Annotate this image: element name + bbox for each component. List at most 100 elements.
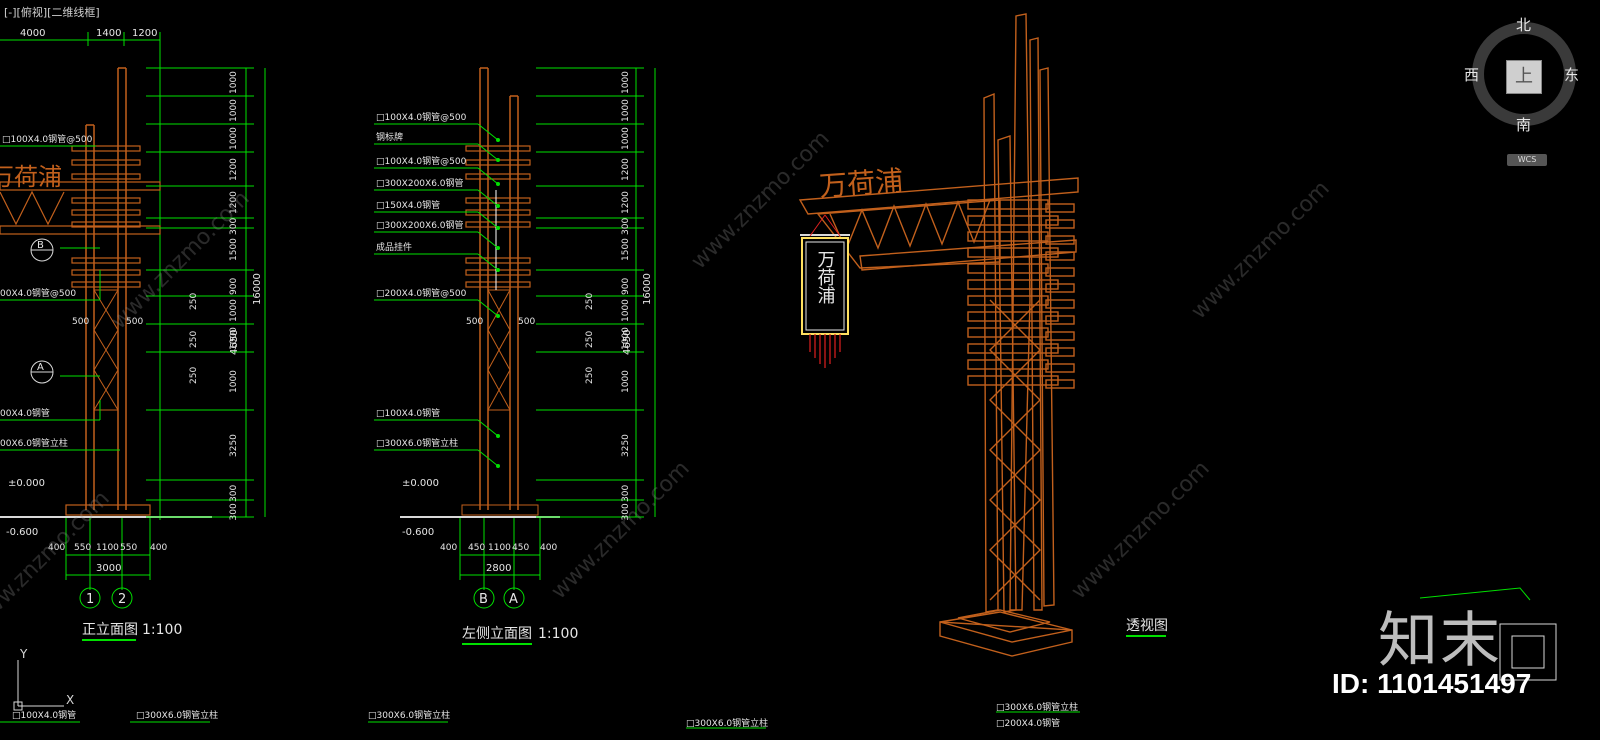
side-right-dim-6: 300	[621, 218, 631, 235]
front-right-dim-5: 1200	[229, 191, 239, 214]
watermark-text-4: www.znzmo.com	[547, 456, 695, 604]
svg-text:Y: Y	[19, 647, 28, 661]
side-callout-2: 钢标牌	[376, 131, 403, 143]
front-top-dim-3: 1200	[132, 28, 157, 39]
viewcube-top-face[interactable]: 上	[1506, 60, 1542, 94]
svg-text:万荷浦: 万荷浦	[815, 250, 836, 305]
front-right-dim-10: 1000	[229, 327, 239, 350]
front-total-height: 16000	[252, 273, 263, 305]
side-right-dim-9: 1000	[621, 299, 631, 322]
front-width-mark-2: 500	[126, 317, 143, 327]
svg-text:X: X	[66, 693, 74, 707]
side-bottom-dim-2: 450	[468, 543, 485, 553]
viewcube[interactable]: 上 北 南 东 西 WCS	[1464, 14, 1596, 166]
svg-text:B: B	[479, 592, 488, 607]
side-elev-0: ±0.000	[402, 478, 439, 489]
side-callout-8: □200X4.0钢管@500	[376, 287, 467, 299]
side-right-dim-14: 300	[621, 503, 631, 520]
front-scale: 1:100	[142, 622, 182, 638]
front-bottom-dim-1: 400	[48, 543, 65, 553]
side-total-height: 16000	[642, 273, 653, 305]
front-section-marker-b: B	[30, 238, 54, 262]
side-inner-dim-3: 250	[585, 367, 595, 384]
watermark-text-5: www.znzmo.com	[1067, 456, 1215, 604]
side-width-mark-2: 500	[518, 317, 535, 327]
side-scale: 1:100	[538, 626, 578, 642]
front-right-dim-13: 300	[229, 485, 239, 502]
front-bottom-dim-2: 550	[74, 543, 91, 553]
ucs-icon: Y X	[13, 647, 74, 711]
side-callout-5: □150X4.0钢管	[376, 199, 440, 211]
watermark-id: ID: 1101451497	[1332, 668, 1532, 699]
svg-text:B: B	[37, 240, 44, 251]
side-right-dim-3: 1000	[621, 127, 631, 150]
side-callout-7: 成品挂件	[376, 241, 412, 253]
viewcube-east[interactable]: 东	[1564, 66, 1580, 84]
side-bottom-total: 2800	[486, 563, 511, 574]
front-callout-4: 00X6.0钢管立柱	[0, 437, 68, 449]
front-callout-2: 00X4.0钢管@500	[0, 287, 76, 299]
front-right-dim-9: 1000	[229, 299, 239, 322]
viewcube-north[interactable]: 北	[1516, 16, 1532, 34]
front-right-dim-6: 300	[229, 218, 239, 235]
bottom-detail: □100X4.0钢管 □300X6.0钢管立柱 □300X6.0钢管立柱 □30…	[0, 587, 1557, 729]
front-inner-dim-1: 250	[189, 293, 199, 310]
side-right-dim-1: 1000	[621, 71, 631, 94]
side-callout-1: □100X4.0钢管@500	[376, 111, 467, 123]
front-right-dim-1: 1000	[229, 71, 239, 94]
viewcube-west[interactable]: 西	[1464, 66, 1480, 84]
side-inner-dim-2: 250	[585, 331, 595, 348]
side-mid-dim: 4650	[622, 330, 633, 355]
persp-title: 透视图	[1126, 618, 1168, 634]
front-section-marker-a: A	[30, 360, 54, 384]
svg-text:A: A	[37, 362, 44, 373]
side-right-dim-7: 1500	[621, 238, 631, 261]
svg-text:A: A	[509, 592, 518, 607]
side-right-dim-2: 1000	[621, 99, 631, 122]
front-right-dim-14: 300	[229, 503, 239, 520]
side-callout-3: □100X4.0钢管@500	[376, 155, 467, 167]
front-bottom-dim-5: 400	[150, 543, 167, 553]
front-callout-3: 00X4.0钢管	[0, 407, 50, 419]
side-callout-4: □300X200X6.0钢管	[376, 177, 464, 189]
side-right-dim-5: 1200	[621, 191, 631, 214]
svg-text:1: 1	[86, 592, 94, 607]
bottom-label-1: □100X4.0钢管	[12, 709, 76, 721]
side-inner-dim-1: 250	[585, 293, 595, 310]
side-callout-9: □100X4.0钢管	[376, 407, 440, 419]
front-width-mark-1: 500	[72, 317, 89, 327]
side-bottom-dim-5: 400	[540, 543, 557, 553]
front-bottom-total: 3000	[96, 563, 121, 574]
bottom-label-5: □300X6.0钢管立柱	[996, 701, 1078, 713]
side-axis-a: A	[503, 587, 525, 609]
side-bottom-dim-1: 400	[440, 543, 457, 553]
watermark-text-3: www.znzmo.com	[1187, 176, 1335, 324]
watermark-text-6: www.znzmo.com	[0, 486, 115, 634]
side-width-mark-1: 500	[466, 317, 483, 327]
side-right-dim-11: 1000	[621, 370, 631, 393]
front-bottom-dim-3: 1100	[96, 543, 119, 553]
front-axis-1: 1	[79, 587, 101, 609]
bottom-label-2: □300X6.0钢管立柱	[136, 709, 218, 721]
front-right-dim-7: 1500	[229, 238, 239, 261]
front-title: 正立面图	[82, 622, 138, 638]
side-right-dim-8: 900	[621, 278, 631, 295]
viewport-label[interactable]: [-][俯视][二维线框]	[4, 6, 100, 19]
side-callout-6: □300X200X6.0钢管	[376, 219, 464, 231]
side-right-dim-4: 1200	[621, 158, 631, 181]
side-bottom-dim-3: 1100	[488, 543, 511, 553]
perspective-view	[798, 13, 1079, 657]
front-callout-1: □100X4.0钢管@500	[2, 133, 93, 145]
front-top-dim-1: 4000	[20, 28, 45, 39]
front-right-dim-2: 1000	[229, 99, 239, 122]
viewcube-south[interactable]: 南	[1516, 116, 1532, 134]
front-inner-dim-3: 250	[189, 367, 199, 384]
side-right-dim-12: 3250	[621, 434, 631, 457]
front-right-dim-11: 1000	[229, 370, 239, 393]
side-right-dim-10: 1000	[621, 327, 631, 350]
persp-sign-text: 万荷浦	[818, 164, 904, 203]
svg-text:2: 2	[118, 592, 126, 607]
front-bottom-dim-4: 550	[120, 543, 137, 553]
wcs-button[interactable]: WCS	[1507, 154, 1547, 166]
